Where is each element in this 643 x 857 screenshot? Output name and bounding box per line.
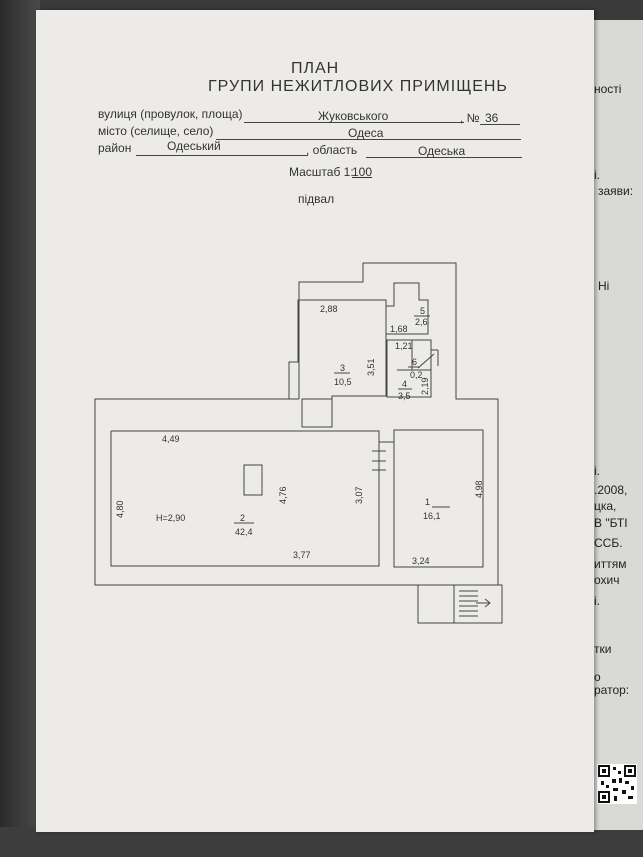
- room-3-area: 10,5: [334, 377, 352, 387]
- number-value: 36: [485, 111, 499, 125]
- dimension: 1,68: [390, 324, 408, 334]
- fragment-text: Ні: [598, 279, 610, 293]
- street-label: вулиця (провулок, площа): [98, 107, 243, 121]
- plan-title: ПЛАН: [291, 60, 340, 77]
- room-5-number: 5: [420, 306, 425, 316]
- room-6-area: 0,2: [410, 370, 423, 380]
- district-label: район: [98, 141, 132, 155]
- room-4-area: 3,5: [398, 391, 411, 401]
- fragment-text: .2008,: [594, 483, 628, 497]
- ceiling-height: H=2,90: [156, 513, 185, 523]
- qr-code: [597, 764, 637, 804]
- dimension: 4,76: [278, 486, 288, 504]
- dimension: 2,19: [420, 377, 430, 395]
- fragment-text: і.: [594, 168, 600, 182]
- city-value: Одеса: [348, 126, 384, 140]
- dimension: 4,49: [162, 434, 180, 444]
- floor-name: підвал: [298, 192, 335, 206]
- background-bottom: [0, 827, 643, 857]
- room-6-number: 6: [412, 357, 417, 367]
- room-5-area: 2,6: [415, 317, 428, 327]
- city-label: місто (селище, село): [98, 124, 214, 138]
- room-2-number: 2: [240, 513, 245, 523]
- street-value: Жуковського: [318, 109, 389, 123]
- dimension: 3,07: [354, 486, 364, 504]
- number-label: , №: [460, 111, 480, 125]
- background-edge: [0, 0, 40, 857]
- room-2-area: 42,4: [235, 527, 253, 537]
- plan-subtitle: ГРУПИ НЕЖИТЛОВИХ ПРИМІЩЕНЬ: [208, 78, 508, 95]
- fragment-text: ССБ.: [594, 536, 623, 550]
- document-page: ПЛАН ГРУПИ НЕЖИТЛОВИХ ПРИМІЩЕНЬ вулиця (…: [36, 10, 594, 832]
- room-4-number: 4: [402, 379, 407, 389]
- fragment-text: і.: [594, 464, 600, 478]
- fragment-text: цка,: [594, 499, 617, 513]
- fragment-text: і.: [594, 594, 600, 608]
- dimension: 4,80: [115, 500, 125, 518]
- region-label: , область: [306, 143, 358, 157]
- fragment-text: ратор:: [594, 683, 630, 697]
- dimension: 1,21: [395, 341, 413, 351]
- floor-plan: 1 16,1 2 42,4 3 10,5 4 3,5 5 2,6 6 0,2 H…: [94, 262, 503, 624]
- fragment-text: охич: [594, 573, 620, 587]
- scale-label: Масштаб 1:: [289, 165, 354, 179]
- fragment-text: иттям: [594, 557, 627, 571]
- dimension: 2,88: [320, 304, 338, 314]
- room-1-area: 16,1: [423, 511, 441, 521]
- dimension: 3,24: [412, 556, 430, 566]
- scale-value: 100: [352, 165, 373, 179]
- fragment-text: ності: [594, 82, 622, 96]
- fragment-text: тки: [594, 642, 612, 656]
- dimension: 3,51: [366, 358, 376, 376]
- fragment-text: о: [594, 670, 601, 684]
- dimension: 3,77: [293, 550, 311, 560]
- district-value: Одеський: [167, 139, 221, 153]
- room-1-number: 1: [425, 497, 430, 507]
- dimension: 4,98: [474, 480, 484, 498]
- room-3-number: 3: [340, 363, 345, 373]
- region-value: Одеська: [418, 144, 466, 158]
- fragment-text: В "БТІ: [594, 516, 628, 530]
- fragment-text: заяви:: [598, 184, 634, 198]
